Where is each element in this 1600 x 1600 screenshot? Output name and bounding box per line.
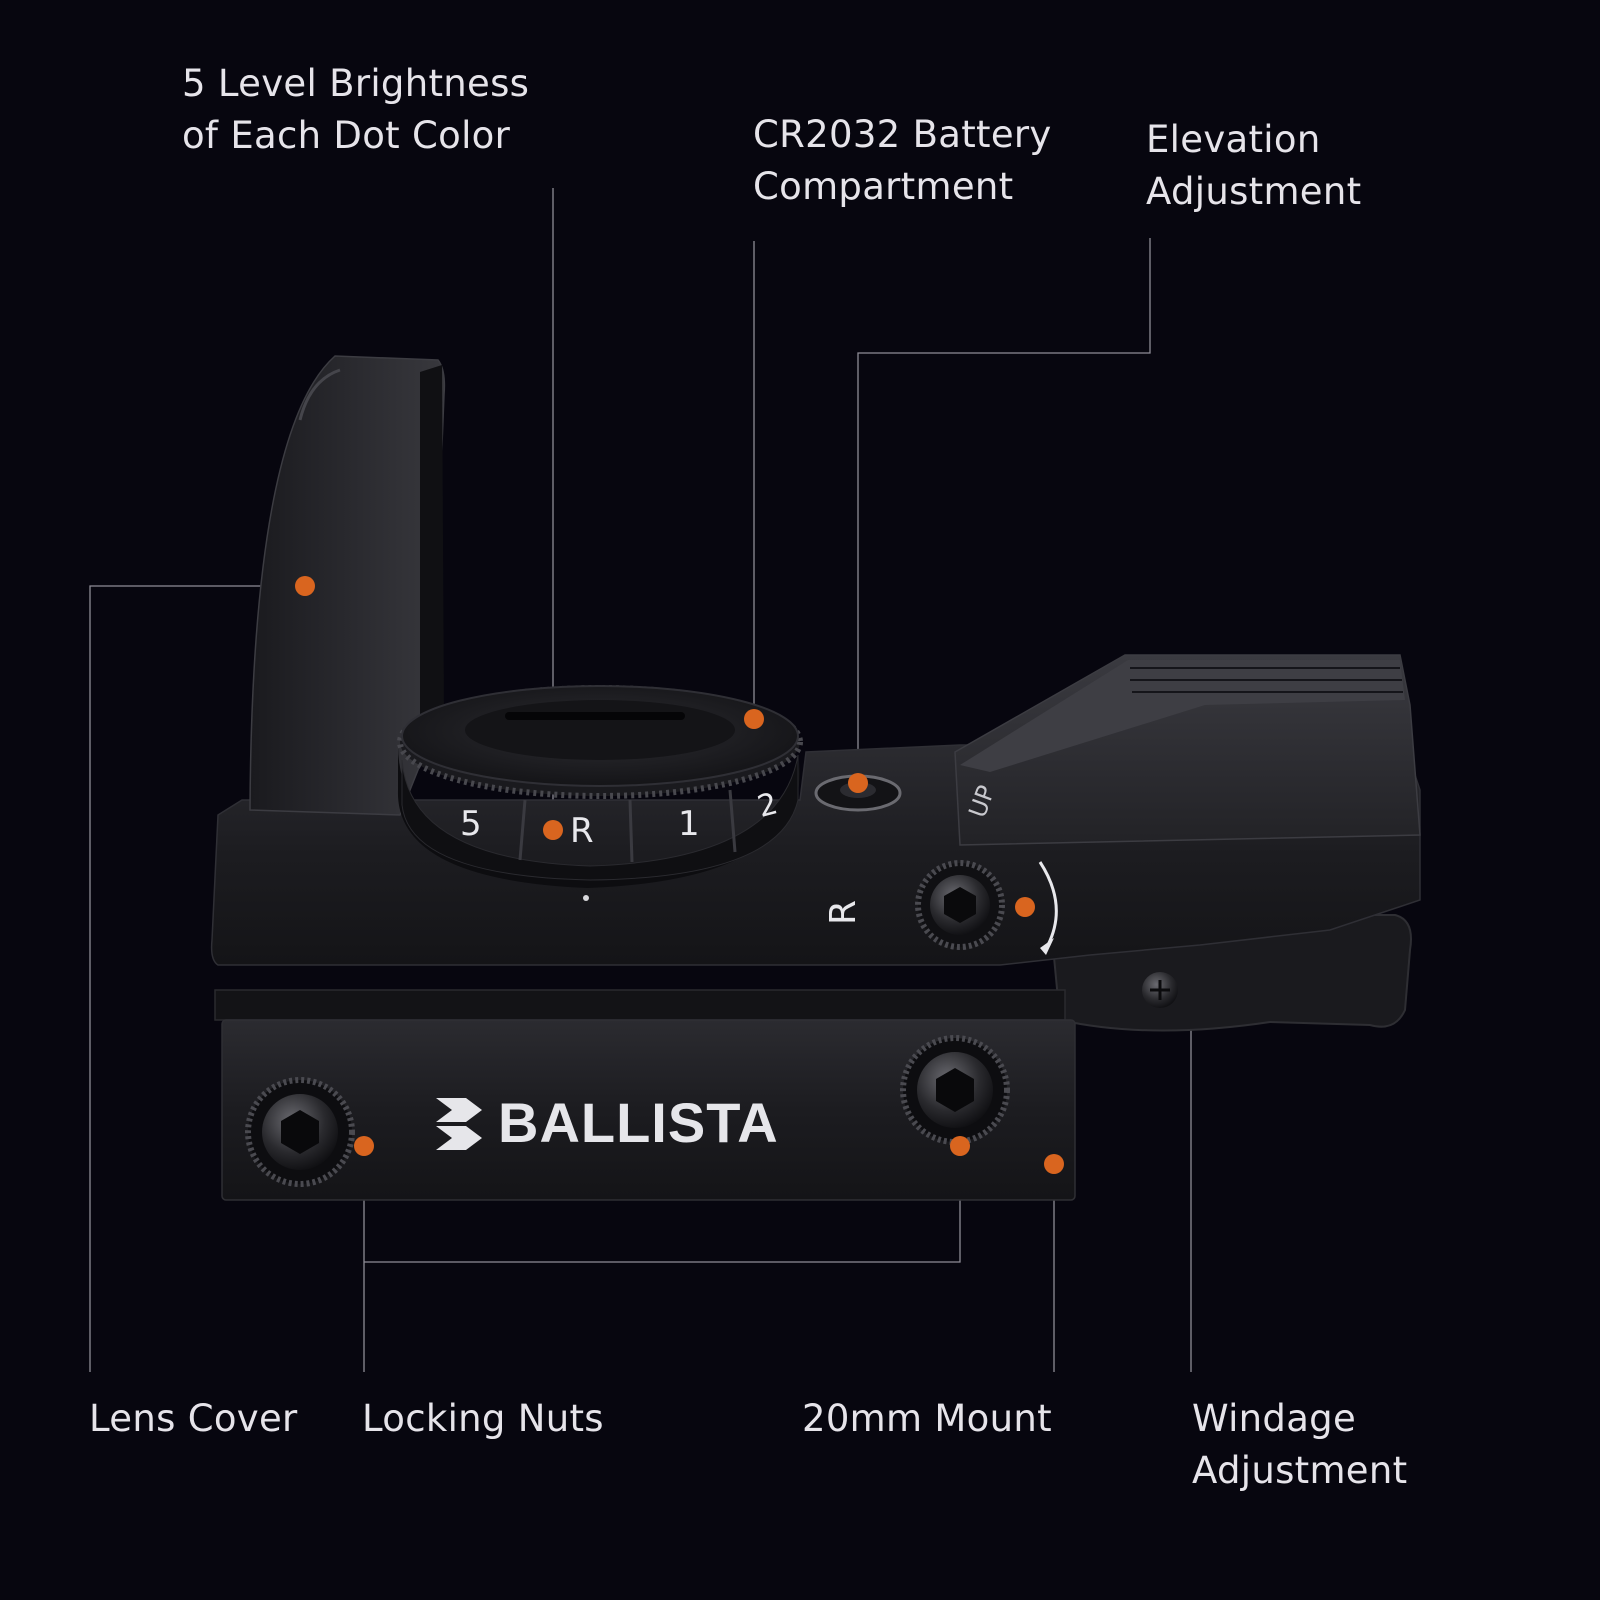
- callout-elevation-line2: Adjustment: [1146, 170, 1362, 213]
- dial-mark-1: 1: [678, 804, 700, 844]
- clamp-screw-slot: [1150, 980, 1170, 1000]
- locking-nut-right-hex: [936, 1068, 974, 1112]
- rotation-arrow-head: [1040, 938, 1054, 955]
- callout-battery: CR2032 Battery Compartment: [753, 109, 1052, 213]
- callout-windage-line1: Windage: [1192, 1397, 1357, 1440]
- callout-dot-windage: [1015, 897, 1035, 917]
- rail-mount: [221, 1019, 1076, 1201]
- callout-dot-elevation: [848, 773, 868, 793]
- lens-cover: [249, 355, 446, 816]
- brightness-dial: 5 R 1 2: [397, 685, 803, 888]
- callout-battery-line2: Compartment: [753, 165, 1014, 208]
- callout-locking-nuts-line1: Locking Nuts: [362, 1397, 604, 1440]
- brand-logo-icon: [436, 1098, 482, 1150]
- windage-screw-hex: [944, 887, 976, 923]
- callout-locking-nuts: Locking Nuts: [362, 1393, 604, 1445]
- leader-line-elevation: [857, 238, 1151, 783]
- callout-windage-line2: Adjustment: [1192, 1449, 1408, 1492]
- lens-cover-rim: [420, 365, 444, 740]
- callout-brightness-line2: of Each Dot Color: [182, 114, 511, 157]
- callout-mount: 20mm Mount: [802, 1393, 1052, 1445]
- locking-nut-left-hex: [281, 1110, 319, 1154]
- callout-lens-cover: Lens Cover: [89, 1393, 298, 1445]
- callout-lens-cover-line1: Lens Cover: [89, 1397, 298, 1440]
- callout-brightness-line1: 5 Level Brightness: [182, 62, 530, 105]
- side-mark-r: R: [823, 900, 864, 925]
- emitter-top: [960, 660, 1405, 772]
- rotation-arrow-icon: [1038, 861, 1058, 946]
- dial-mark-5: 5: [460, 804, 482, 844]
- emitter-ridges: [1130, 667, 1403, 693]
- lens-cover-inner: [298, 368, 341, 421]
- dial-mark-r: R: [570, 811, 594, 851]
- brand-name: BALLISTA: [498, 1091, 779, 1154]
- dial-band: [401, 754, 799, 881]
- callout-dot-battery: [744, 709, 764, 729]
- callout-dot-locking-nut-left: [354, 1136, 374, 1156]
- callout-brightness: 5 Level Brightness of Each Dot Color: [182, 58, 529, 162]
- dial-cap-inner: [465, 700, 735, 760]
- rail-top: [214, 989, 1066, 1021]
- callout-windage: Windage Adjustment: [1192, 1393, 1407, 1497]
- callout-dot-lens-cover: [295, 576, 315, 596]
- callout-battery-line1: CR2032 Battery: [753, 113, 1052, 156]
- callout-dots: [295, 576, 1064, 1174]
- callout-dot-mount: [1044, 1154, 1064, 1174]
- callout-dot-brightness: [543, 820, 563, 840]
- dial-coin-slot: [505, 712, 685, 720]
- dial-dividers: [518, 789, 737, 863]
- body-hole: [583, 895, 589, 901]
- leader-line-lens-cover: [89, 585, 305, 1372]
- callout-mount-line1: 20mm Mount: [802, 1397, 1052, 1440]
- callout-elevation: Elevation Adjustment: [1146, 114, 1361, 218]
- callout-elevation-line1: Elevation: [1146, 118, 1321, 161]
- callout-dot-locking-nut-right: [950, 1136, 970, 1156]
- red-dot-sight: 5 R 1 2 UP R BALLI: [210, 355, 1421, 1201]
